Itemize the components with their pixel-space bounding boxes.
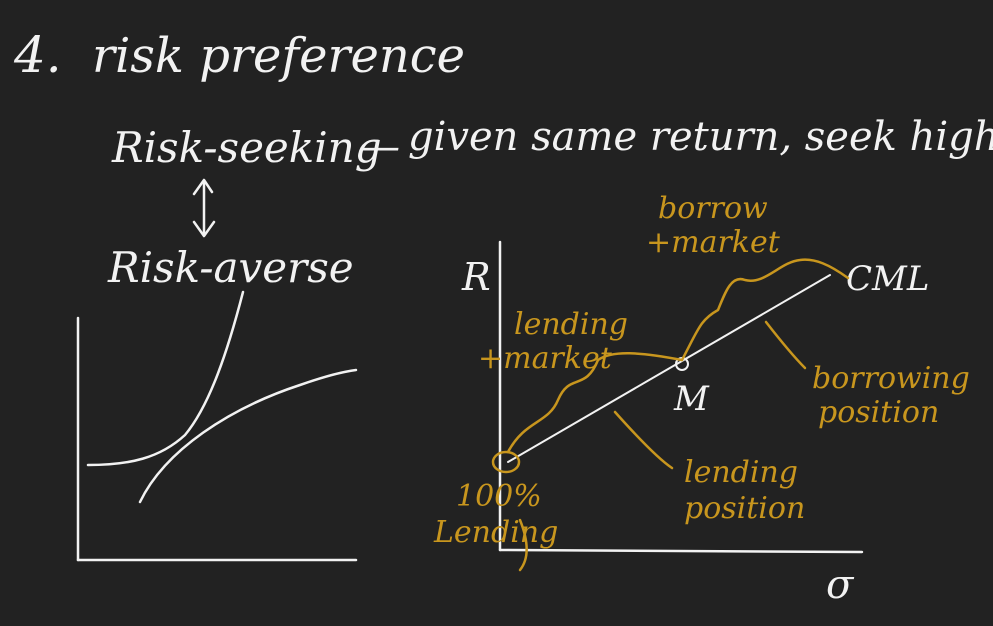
annotation-lending-position: lending position <box>684 455 805 526</box>
cml-label: CML <box>846 259 929 299</box>
full-lending-line2: Lending <box>433 515 558 550</box>
risk-seeking-curve <box>86 290 245 467</box>
double-arrow-icon <box>192 178 216 238</box>
full-lending-point <box>491 450 521 474</box>
annotation-lending-market: lending +market <box>478 307 628 376</box>
full-lending-line1: 100% <box>456 479 542 514</box>
annotation-borrow-market: borrow +market <box>646 191 781 260</box>
annotation-borrowing-position: borrowing position <box>812 361 970 430</box>
capital-market-line <box>507 274 831 463</box>
lending-position-pointer <box>613 410 674 470</box>
term-risk-seeking: Risk-seeking <box>111 123 382 172</box>
borrow-market-line2: +market <box>646 225 781 260</box>
risk-averse-curve <box>138 368 358 504</box>
market-point-label: M <box>673 379 710 419</box>
borrow-market-squiggle <box>680 258 850 362</box>
annotation-full-lending: 100% Lending <box>433 479 558 550</box>
cml-x-axis <box>498 548 864 554</box>
lending-market-line2: +market <box>478 341 613 376</box>
cml-graph: R σ CML M <box>461 240 929 608</box>
lending-market-line1: lending <box>514 307 628 342</box>
lending-market-squiggle <box>506 352 684 454</box>
lending-position-line2: position <box>684 491 805 526</box>
utility-graph <box>76 290 358 562</box>
definition-dash: — <box>360 124 400 170</box>
borrowing-position-line2: position <box>818 395 939 430</box>
borrowing-position-line1: borrowing <box>812 361 970 396</box>
term-risk-averse: Risk-averse <box>107 243 354 292</box>
definition-text: given same return, seek high risk <box>408 114 993 160</box>
full-lending-squiggle <box>518 518 528 572</box>
y-axis-label: R <box>461 255 491 299</box>
borrowing-position-pointer <box>764 320 807 370</box>
x-axis-label: σ <box>826 562 855 608</box>
borrow-market-line1: borrow <box>658 191 768 226</box>
heading-title: risk preference <box>92 28 465 84</box>
lending-position-line1: lending <box>684 455 798 490</box>
heading-number: 4. <box>13 26 62 84</box>
